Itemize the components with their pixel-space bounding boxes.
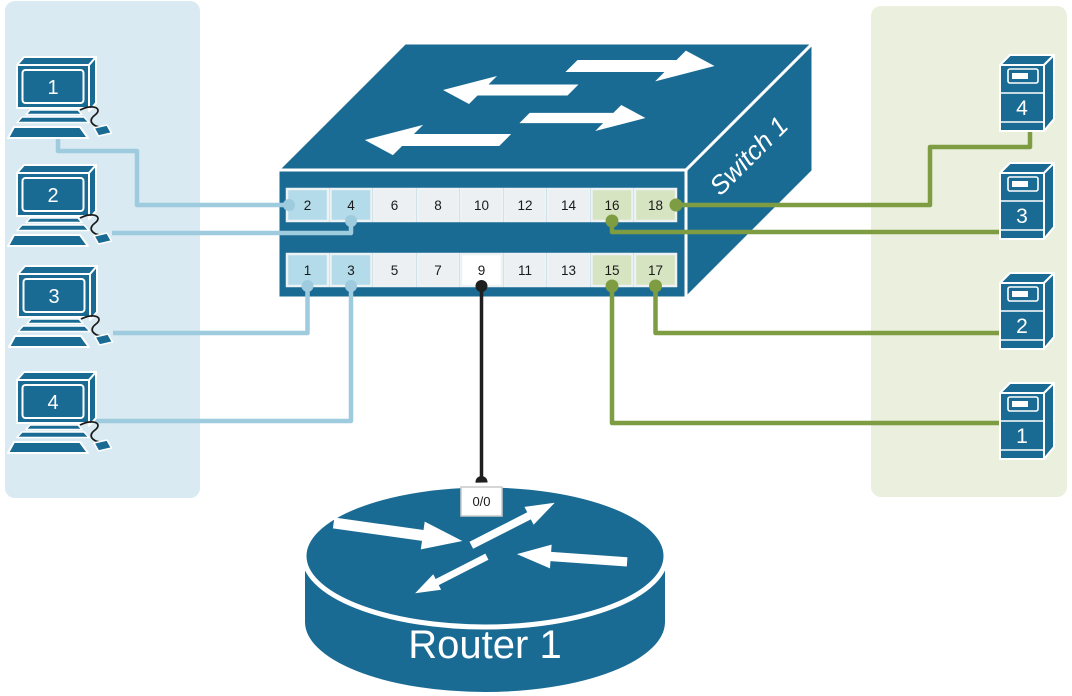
svg-text:18: 18 [648,198,663,213]
svg-text:11: 11 [518,263,532,278]
link-server1-port15 [609,286,1002,426]
server-4: 4 [999,54,1055,132]
switch-device: Switch 1 2 4 6 8 10 12 14 16 18 1 3 5 7 … [276,41,815,300]
port16-connection-dot [605,214,619,228]
svg-text:3: 3 [347,263,355,278]
port15-connection-dot [605,279,619,293]
svg-text:12: 12 [517,198,532,213]
port2-connection-dot [283,199,295,211]
pc-2: 2 [7,164,113,247]
server-3-label: 3 [1016,205,1028,228]
pc-1: 1 [7,56,113,139]
svg-text:10: 10 [474,198,489,213]
svg-text:14: 14 [561,198,577,213]
router-interface-box [460,486,503,517]
server-4-label: 4 [1016,97,1028,120]
switch-port-row-top: 2 4 6 8 10 12 14 16 18 [285,187,678,223]
port3-connection-dot [345,280,357,292]
router-name-label: Router 1 [408,623,561,667]
pc-3: 3 [8,265,114,348]
link-pc1-port2 [55,138,289,208]
switch-port-6: 6 [372,187,417,223]
port1-connection-dot [301,280,314,292]
svg-text:8: 8 [434,198,442,213]
server-1-label: 1 [1016,425,1028,448]
router-device: Router 1 [301,482,669,694]
server-2-label: 2 [1016,315,1028,338]
svg-text:2: 2 [304,198,312,213]
port9-connection-dot [475,280,488,292]
server-2: 2 [999,272,1055,350]
switch-port-14: 14 [546,187,591,223]
svg-text:17: 17 [648,263,663,278]
svg-text:6: 6 [391,198,399,213]
pc-4-label: 4 [47,392,58,414]
port17-connection-dot [649,279,662,293]
svg-text:1: 1 [304,263,312,278]
router-interface: 0/0 [460,486,503,517]
switch-port-10: 10 [459,187,504,223]
link-pc4-port3 [95,286,354,424]
switch-port-12: 12 [503,187,547,223]
pc-2-label: 2 [47,185,58,207]
server-1: 1 [999,382,1055,460]
switch-port-11: 11 [503,252,547,288]
svg-text:9: 9 [478,263,486,278]
switch-port-18: 18 [633,187,678,223]
switch-port-13: 13 [546,252,591,288]
pc-4: 4 [7,371,113,454]
port18-connection-dot [669,198,683,212]
port4-connection-dot [345,215,357,227]
switch-port-7: 7 [416,252,460,288]
link-server4-port18 [676,129,1033,208]
switch-port-5: 5 [372,252,417,288]
svg-text:7: 7 [434,263,442,278]
router-interface-label: 0/0 [472,494,490,509]
svg-text:13: 13 [561,263,576,278]
connection-links [55,129,1033,488]
pc-3-label: 3 [48,286,59,308]
svg-text:5: 5 [391,263,399,278]
link-pc3-port1 [113,286,310,336]
svg-text:4: 4 [347,198,355,213]
link-server2-port17 [653,286,1002,336]
svg-text:15: 15 [604,263,619,278]
svg-text:16: 16 [604,198,619,213]
switch-port-8: 8 [416,187,460,223]
server-3: 3 [999,162,1055,240]
pc-1-label: 1 [47,77,58,99]
